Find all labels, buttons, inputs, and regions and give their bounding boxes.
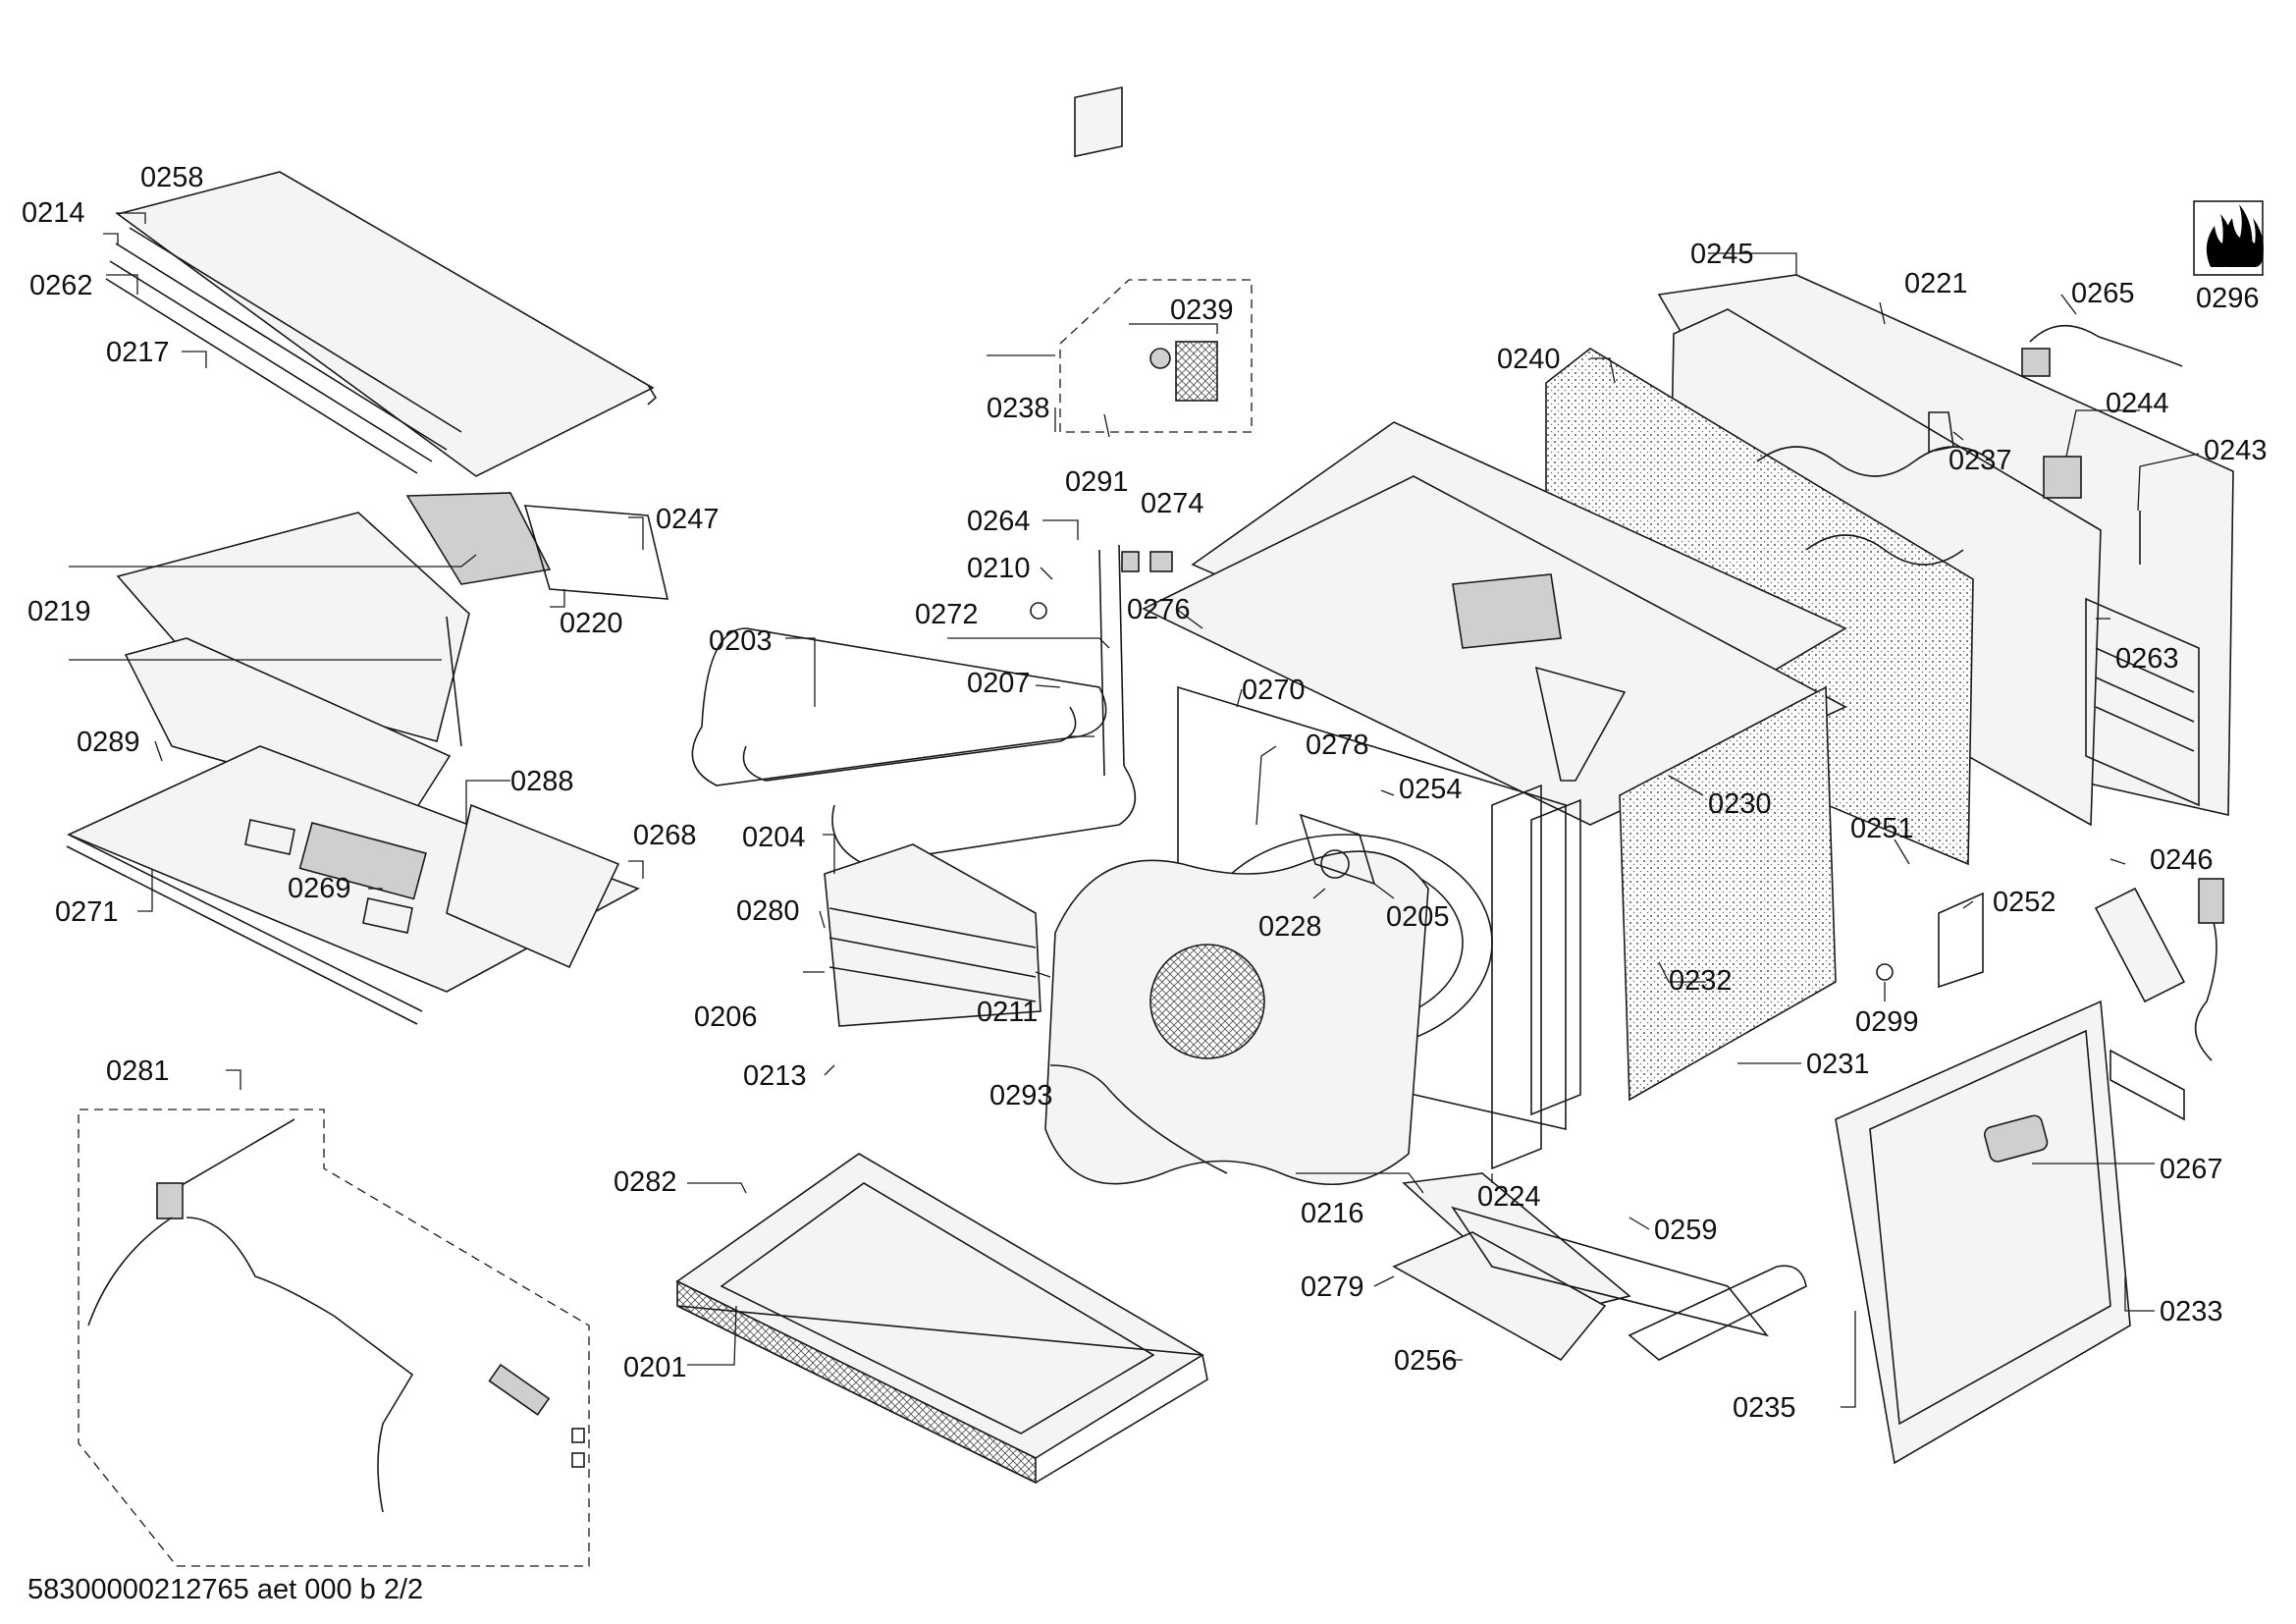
- callout-0237: 0237: [1949, 445, 2012, 476]
- gas-flame-icon: [2206, 204, 2264, 267]
- callout-0282: 0282: [614, 1166, 677, 1198]
- callout-0271: 0271: [55, 896, 119, 928]
- callout-0289: 0289: [77, 727, 140, 758]
- callout-0281: 0281: [106, 1056, 170, 1087]
- callout-0213: 0213: [743, 1060, 807, 1092]
- callout-0216: 0216: [1301, 1198, 1364, 1229]
- base-frame: [66, 745, 640, 1025]
- callout-0238: 0238: [987, 393, 1050, 424]
- door-frame: [1491, 784, 1581, 1170]
- fan-motor-parts: [1030, 544, 1376, 1174]
- callout-labels: 0214 0258 0262 0217 0247 0219 0220 0289 …: [22, 162, 2268, 1424]
- callout-0245: 0245: [1690, 239, 1754, 270]
- callout-0299: 0299: [1855, 1006, 1919, 1038]
- callout-0220: 0220: [560, 608, 623, 639]
- callout-0207: 0207: [967, 668, 1031, 699]
- callout-0254: 0254: [1399, 774, 1463, 805]
- callout-0205: 0205: [1386, 901, 1450, 933]
- oven-rack: [824, 843, 1041, 1027]
- leader-lines: [69, 212, 2200, 1408]
- fan-cover: [1044, 850, 1429, 1186]
- oven-cavity: [1142, 421, 1847, 1131]
- heating-element: [691, 627, 1137, 865]
- gas-flame-badge: [2193, 200, 2264, 276]
- small-components: [1876, 324, 2224, 1061]
- probe-detail-box: [78, 1109, 590, 1567]
- callout-0214: 0214: [22, 197, 85, 229]
- callout-0258: 0258: [140, 162, 204, 193]
- document-code: 58300000212765 aet 000 b 2/2: [27, 1574, 423, 1605]
- callout-0224: 0224: [1477, 1181, 1541, 1213]
- callout-0221: 0221: [1904, 268, 1968, 299]
- heater-frame-assembly: [116, 492, 669, 816]
- callout-0210: 0210: [967, 553, 1031, 584]
- bottom-frame: [1392, 1172, 1807, 1362]
- callout-0246: 0246: [2150, 844, 2214, 876]
- callout-0269: 0269: [288, 873, 351, 904]
- callout-0272: 0272: [915, 599, 979, 630]
- callout-0203: 0203: [709, 625, 773, 657]
- callout-0256: 0256: [1394, 1345, 1458, 1377]
- callout-0230: 0230: [1708, 788, 1772, 820]
- callout-0243: 0243: [2204, 435, 2268, 466]
- callout-0244: 0244: [2106, 388, 2169, 419]
- callout-0265: 0265: [2071, 278, 2135, 309]
- callout-0263: 0263: [2115, 643, 2179, 675]
- callout-0259: 0259: [1654, 1215, 1718, 1246]
- callout-0233: 0233: [2160, 1296, 2223, 1327]
- callout-0201: 0201: [623, 1352, 687, 1383]
- top-cover-panel: [105, 171, 658, 477]
- callout-0231: 0231: [1806, 1049, 1870, 1080]
- callout-0204: 0204: [742, 822, 806, 853]
- callout-0219: 0219: [27, 596, 91, 627]
- callout-0262: 0262: [29, 270, 93, 301]
- callout-0270: 0270: [1242, 675, 1306, 706]
- callout-0264: 0264: [967, 506, 1031, 537]
- callout-0288: 0288: [510, 766, 574, 797]
- side-panel: [1835, 1000, 2185, 1465]
- callout-0279: 0279: [1301, 1272, 1364, 1303]
- callout-0239: 0239: [1170, 295, 1234, 326]
- callout-0280: 0280: [736, 895, 800, 927]
- callout-0252: 0252: [1993, 887, 2056, 918]
- callout-0291: 0291: [1065, 466, 1129, 498]
- callout-0251: 0251: [1850, 813, 1914, 844]
- callout-0235: 0235: [1733, 1392, 1796, 1424]
- callout-0293: 0293: [989, 1080, 1053, 1111]
- callout-0232: 0232: [1669, 965, 1733, 997]
- callout-0278: 0278: [1306, 730, 1369, 761]
- callout-0274: 0274: [1141, 488, 1204, 519]
- callout-0268: 0268: [633, 820, 697, 851]
- callout-0276: 0276: [1127, 594, 1191, 625]
- callout-0206: 0206: [694, 1001, 758, 1033]
- callout-0228: 0228: [1258, 911, 1322, 943]
- callout-0211: 0211: [977, 997, 1038, 1028]
- badge-label: 0296: [2196, 283, 2260, 314]
- callout-0267: 0267: [2160, 1154, 2223, 1185]
- callout-0217: 0217: [106, 337, 170, 368]
- connector-detail-box: [1059, 86, 1253, 433]
- callout-0240: 0240: [1497, 344, 1561, 375]
- callout-0247: 0247: [656, 504, 720, 535]
- baking-tray: [675, 1153, 1208, 1485]
